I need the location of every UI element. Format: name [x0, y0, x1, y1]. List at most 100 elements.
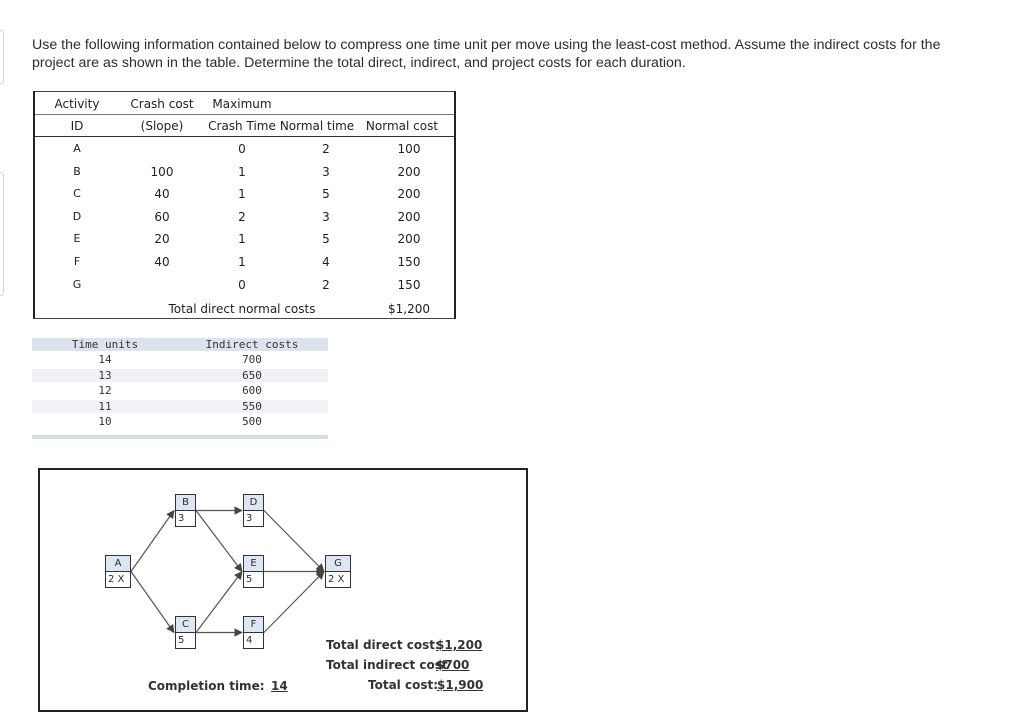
cell-id: C	[73, 187, 81, 201]
edge-b-e	[195, 510, 243, 573]
total-direct-value: $1,200	[388, 302, 430, 316]
cell-indirect-cost: 550	[242, 399, 262, 413]
cell-max-crash: 0	[238, 142, 246, 156]
question-text: Use the following information contained …	[32, 37, 941, 71]
table-bracket	[33, 140, 35, 157]
node-a: A 2 X	[105, 555, 131, 588]
total-direct-cost-label: Total direct cost:	[326, 638, 440, 652]
cell-normal-cost: 200	[397, 164, 421, 179]
table-bracket	[454, 230, 456, 248]
total-direct-cost-value: $1,200	[436, 638, 483, 652]
cell-max-crash: 1	[238, 187, 246, 202]
edge-a-b	[130, 509, 175, 572]
table-bracket	[454, 185, 456, 203]
cell-indirect-cost: 650	[242, 368, 262, 382]
header-slope: (Slope)	[140, 119, 184, 133]
table-bracket	[454, 140, 456, 157]
cell-max-crash: 1	[238, 164, 246, 179]
header-normal-time: Normal time	[279, 119, 355, 133]
cell-normal-cost: 200	[397, 209, 421, 224]
cell-time-units: 12	[98, 384, 112, 397]
node-duration: 2 X	[108, 574, 125, 585]
node-duration: 4	[246, 635, 253, 646]
completion-time-label: Completion time:	[148, 679, 265, 693]
cell-normal-time: 4	[322, 255, 330, 269]
node-label: E	[244, 556, 263, 572]
node-duration: 3	[178, 513, 185, 524]
node-label: D	[244, 495, 263, 511]
cell-max-crash: 0	[238, 277, 246, 292]
cell-id: G	[72, 277, 82, 291]
cell-normal-time: 3	[322, 164, 330, 179]
header-maximum: Maximum	[212, 97, 272, 111]
cell-normal-time: 5	[322, 187, 330, 202]
table-bracket	[33, 298, 35, 316]
header-id: ID	[70, 119, 84, 133]
node-label: B	[176, 495, 195, 511]
cell-time-units: 10	[98, 415, 112, 428]
total-cost-value: $1,900	[437, 678, 484, 692]
table-bottom-rule	[32, 435, 328, 439]
cell-indirect-cost: 600	[242, 384, 262, 397]
edge-c-e	[195, 570, 243, 633]
left-edge-tab	[0, 30, 4, 84]
network-arrows	[130, 506, 325, 637]
cell-normal-time: 5	[322, 232, 330, 247]
cell-normal-time: 2	[322, 277, 330, 292]
total-direct-label: Total direct normal costs	[168, 302, 316, 316]
node-duration: 2 X	[328, 574, 345, 585]
node-label: F	[244, 617, 263, 633]
cell-slope: 20	[154, 232, 170, 247]
total-indirect-cost-value: $700	[436, 658, 470, 672]
table-bracket	[454, 275, 456, 293]
cell-slope: 40	[154, 255, 170, 269]
header-normal-cost: Normal cost	[365, 119, 439, 133]
edge-a-c	[130, 571, 175, 634]
cell-max-crash: 1	[238, 255, 246, 269]
cell-normal-cost: 150	[397, 277, 421, 292]
header-indirect-costs: Indirect costs	[205, 338, 299, 351]
left-edge-tab	[0, 172, 4, 296]
node-duration: 5	[178, 635, 185, 646]
cell-normal-cost: 200	[397, 187, 421, 202]
header-divider	[35, 136, 454, 137]
header-crash-time: Crash Time	[208, 119, 276, 133]
header-crash-cost: Crash cost	[130, 97, 194, 111]
node-duration: 3	[246, 513, 253, 524]
table-bracket	[33, 230, 35, 248]
cell-max-crash: 1	[238, 232, 246, 247]
node-label: C	[176, 617, 195, 633]
table-bracket	[33, 111, 35, 128]
cell-normal-cost: 200	[397, 232, 421, 247]
cell-id: A	[73, 142, 81, 155]
header-band	[32, 338, 328, 351]
cell-id: D	[72, 209, 82, 223]
cell-normal-cost: 150	[397, 255, 421, 269]
header-time-units: Time units	[71, 338, 139, 351]
table-bracket	[33, 207, 35, 225]
table-bracket	[33, 162, 35, 180]
node-duration: 5	[246, 574, 253, 585]
activity-table: Activity Crash cost Maximum ID (Slope) C…	[33, 91, 456, 319]
header-divider	[35, 114, 454, 115]
cell-normal-cost: 100	[397, 142, 421, 156]
cell-normal-time: 3	[322, 209, 330, 224]
table-bracket	[33, 253, 35, 270]
cell-slope: 60	[154, 209, 170, 224]
table-bracket	[454, 207, 456, 225]
node-label: A	[106, 556, 130, 572]
cell-indirect-cost: 700	[242, 353, 262, 366]
edge-d-g	[263, 510, 325, 573]
table-bracket	[454, 111, 456, 128]
table-bracket	[454, 298, 456, 316]
table-bracket	[33, 91, 35, 108]
row-band	[32, 368, 328, 382]
cell-normal-time: 2	[322, 142, 330, 156]
cell-id: B	[73, 164, 81, 178]
